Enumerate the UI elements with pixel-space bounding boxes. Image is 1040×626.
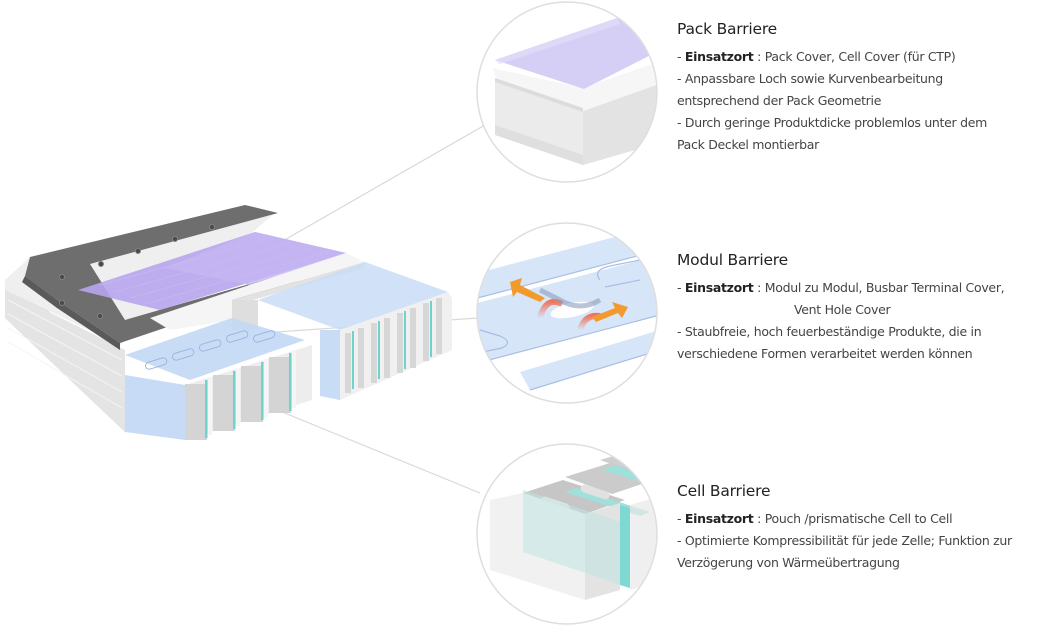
separator: : bbox=[753, 280, 765, 295]
location-line: - Einsatzort : Modul zu Modul, Busbar Te… bbox=[677, 277, 1039, 299]
point-line: Verzögerung von Wärmeübertragung bbox=[677, 555, 900, 570]
bullet-prefix: - bbox=[677, 49, 685, 64]
separator: : bbox=[753, 49, 765, 64]
pack-cover-frame bbox=[25, 205, 298, 343]
location-label: Einsatzort bbox=[684, 280, 754, 295]
section-cell-barrier: Cell Barriere - Einsatzort : Pouch /pris… bbox=[677, 482, 1039, 574]
detail-circle-pack bbox=[476, 1, 658, 183]
location-line: - Einsatzort : Pack Cover, Cell Cover (f… bbox=[677, 46, 1039, 68]
separator: : bbox=[753, 511, 765, 526]
location-label: Einsatzort bbox=[684, 49, 754, 64]
point-line: verschiedene Formen verarbeitet werden k… bbox=[677, 346, 973, 361]
location-continuation: Vent Hole Cover bbox=[794, 302, 891, 317]
point-line: - Durch geringe Produktdicke problemlos … bbox=[677, 115, 987, 130]
leader-line-cell bbox=[264, 404, 481, 494]
point-line: entsprechend der Pack Geometrie bbox=[677, 93, 882, 108]
section-title: Cell Barriere bbox=[677, 482, 771, 500]
point-line: - Anpassbare Loch sowie Kurvenbearbeitun… bbox=[677, 71, 943, 86]
flame-arrow-left bbox=[510, 278, 545, 302]
location-value: Pack Cover, Cell Cover (für CTP) bbox=[764, 49, 956, 64]
location-label: Einsatzort bbox=[684, 511, 754, 526]
section-pack-barrier: Pack Barriere - Einsatzort : Pack Cover,… bbox=[677, 20, 1039, 156]
bullet-prefix: - bbox=[677, 511, 685, 526]
module-barrier-sheet-right bbox=[258, 262, 448, 330]
point-line: Pack Deckel montierbar bbox=[677, 137, 819, 152]
detail-circle-cell bbox=[476, 443, 658, 625]
leader-line-pack bbox=[252, 124, 486, 259]
detail-circle-module bbox=[476, 222, 658, 404]
point-line: - Staubfreie, hoch feuerbeständige Produ… bbox=[677, 324, 982, 339]
section-title: Pack Barriere bbox=[677, 20, 777, 38]
location-line: - Einsatzort : Pouch /prismatische Cell … bbox=[677, 508, 1039, 530]
left-module-cells bbox=[125, 345, 312, 440]
pack-barrier-detail bbox=[495, 18, 657, 89]
section-title: Modul Barriere bbox=[677, 251, 788, 269]
flame-arrow-right bbox=[592, 302, 628, 322]
point-line: - Optimierte Kompressibilität für jede Z… bbox=[677, 533, 1012, 548]
module-barrier-sheet-left bbox=[125, 318, 305, 380]
location-value: Pouch /prismatische Cell to Cell bbox=[764, 511, 953, 526]
bullet-prefix: - bbox=[677, 280, 685, 295]
right-module-cells bbox=[320, 292, 452, 400]
cell-barrier-detail bbox=[523, 490, 630, 588]
location-value: Modul zu Modul, Busbar Terminal Cover, bbox=[764, 280, 1005, 295]
battery-pack bbox=[5, 205, 452, 440]
section-module-barrier: Modul Barriere - Einsatzort : Modul zu M… bbox=[677, 251, 1039, 365]
